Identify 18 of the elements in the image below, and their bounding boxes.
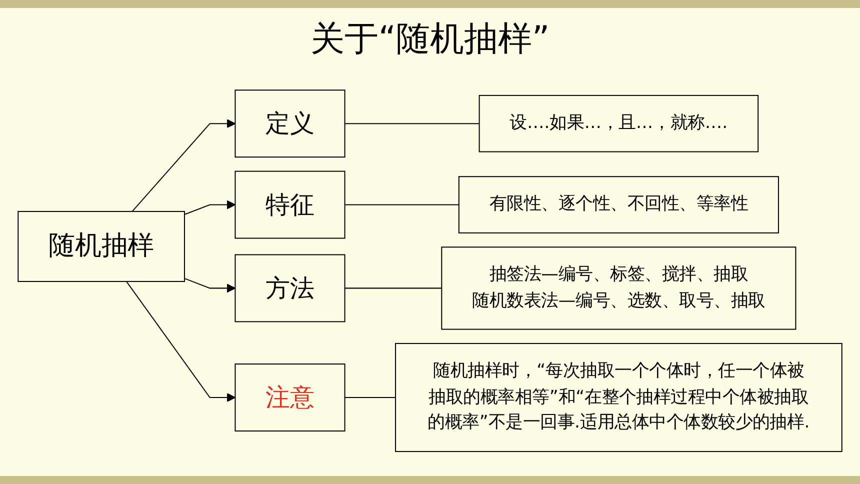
arrow [126,281,236,402]
connector [344,397,396,398]
node-box: 抽签法—编号、标签、搅拌、抽取 随机数表法—编号、选数、取号、抽取 [441,246,796,330]
node-box: 随机抽样时，“每次抽取一个个体时，任一个体被抽取的概率相等”和“在整个抽样过程中个体被抽取的概率”不是一回事.适用总体中个体数较少的抽样. [395,343,842,452]
connector [344,204,459,206]
node-box: 定义 [234,90,346,158]
connector [344,123,480,124]
node-box: 有限性、逐个性、不回性、等率性 [458,176,779,234]
node-box: 方法 [234,254,346,322]
arrow [132,119,236,212]
title: 关于“随机抽样” [310,18,550,61]
node-box: 设….如果…，且…，就称…. [478,95,759,152]
node-box: 随机抽样 [18,211,185,282]
node-box: 注意 [234,364,346,432]
arrow [184,200,236,216]
arrow [184,278,236,293]
connector [344,288,442,289]
node-box: 特征 [234,170,346,239]
